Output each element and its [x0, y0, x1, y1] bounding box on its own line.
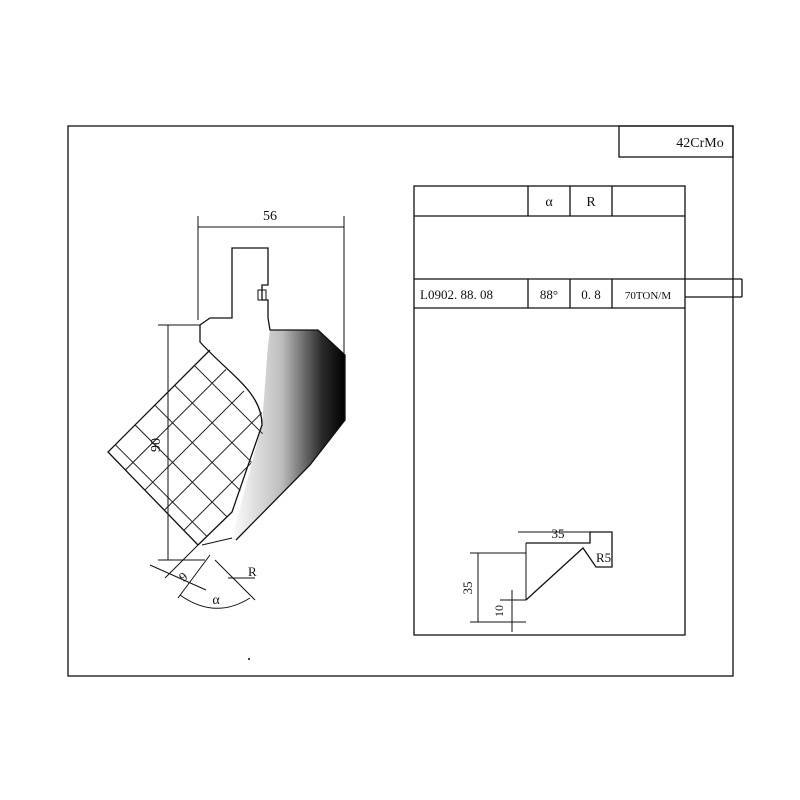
table-cell-tonnage: 70TON/M: [625, 290, 671, 302]
dimension-width-label: 56: [263, 209, 277, 224]
punch-profile: [197, 247, 346, 546]
table-header-radius: R: [586, 195, 596, 210]
table-cell-code: L0902. 88. 08: [420, 287, 493, 302]
dimension-height: 90: [149, 324, 205, 561]
material-label: 42CrMo: [676, 136, 723, 151]
dimension-height-label: 90: [149, 438, 164, 452]
detail-height-label: 35: [460, 582, 475, 595]
spec-table: α R L0902. 88. 08 88° 0. 8 70TON/M: [413, 185, 686, 636]
drawing-frame: [67, 125, 734, 677]
radius-label: R: [248, 564, 257, 579]
table-cell-radius: 0. 8: [581, 287, 601, 302]
detail-width-label: 35: [552, 526, 565, 541]
angle-label: α: [212, 593, 220, 608]
detail-drawing: 35 R5 35 10: [460, 526, 613, 632]
detail-radius-label: R5: [596, 550, 611, 565]
dimension-width: 56: [197, 209, 345, 355]
dimension-tip-label: 9: [176, 569, 191, 585]
tip-dimensions: 9 R α: [149, 544, 257, 609]
table-header-alpha: α: [545, 195, 553, 210]
table-cell-angle: 88°: [540, 287, 558, 302]
material-label-box: 42CrMo: [618, 125, 734, 158]
scan-mark: [248, 658, 250, 660]
punch-shading: [230, 330, 345, 545]
detail-small-label: 10: [492, 605, 506, 617]
connector-tab: [685, 278, 743, 298]
